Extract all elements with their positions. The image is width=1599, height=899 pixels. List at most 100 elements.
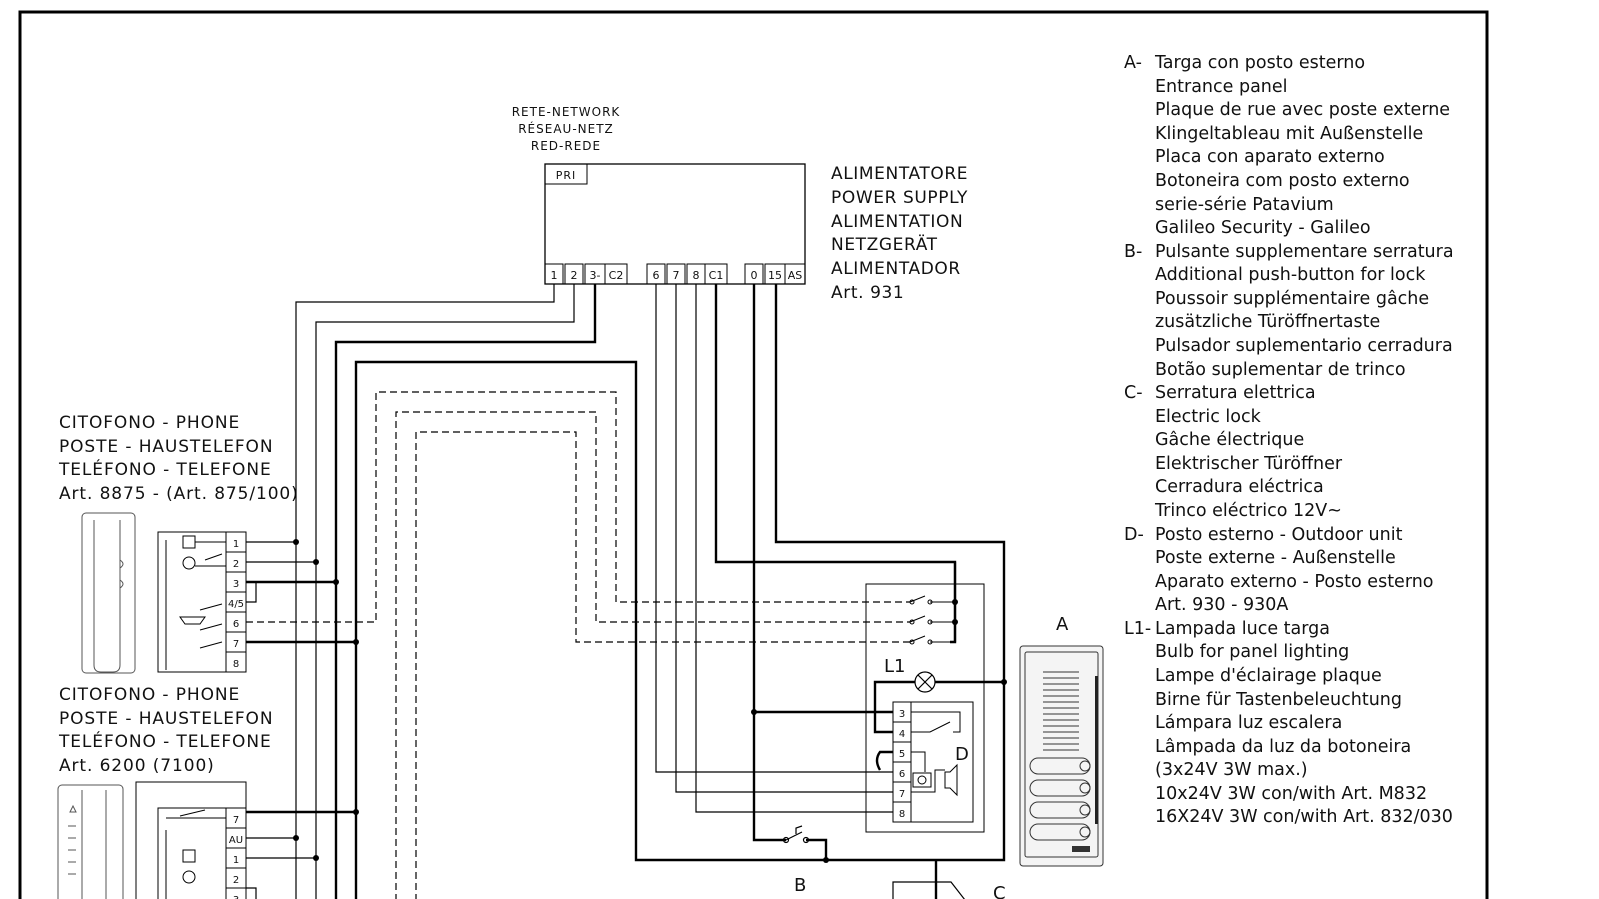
legend-line: zusätzliche Türöffnertaste [1155,312,1380,332]
phone1-terminal-label: 4/5 [228,599,244,610]
network-label-line: RED-REDE [531,139,601,153]
legend-line: Entrance panel [1155,77,1288,97]
legend-line: Birne für Tastenbeleuchtung [1155,690,1402,710]
phone1-terminal-label: 6 [233,619,239,630]
network-label: RETE-NETWORK RÉSEAU-NETZ RED-REDE [512,105,621,153]
wire [655,284,893,773]
phone2-terminal-label: 1 [233,855,239,866]
legend-line: Placa con aparato externo [1155,147,1385,167]
wire [875,750,893,771]
phone1-title-line: CITOFONO - PHONE [59,413,240,433]
legend-line: Bulb for panel lighting [1155,642,1349,662]
legend-line: Additional push-button for lock [1155,265,1426,285]
power-supply-title-line: ALIMENTATORE [831,164,968,184]
phone1-title-line: POSTE - HAUSTELEFON [59,437,273,457]
legend-line: Serratura elettrica [1155,383,1316,403]
outdoor-terminal-label: 4 [899,729,905,740]
wire [295,284,555,899]
terminal-label: 7 [673,269,680,282]
legend-key: C- [1124,383,1143,403]
legend-line: Pulsante supplementare serratura [1155,242,1454,262]
phone2-title: CITOFONO - PHONE POSTE - HAUSTELEFON TEL… [58,685,273,776]
earpiece-icon [179,616,206,625]
power-supply-title-line: POWER SUPPLY [831,188,968,208]
legend-line: Poste externe - Außenstelle [1155,548,1396,568]
terminal-label: AS [788,269,803,282]
legend-line: serie-série Patavium [1155,195,1334,215]
network-label-line: RETE-NETWORK [512,105,621,119]
power-supply-title: ALIMENTATORE POWER SUPPLY ALIMENTATION N… [831,164,968,303]
diagram-frame [18,10,1489,899]
network-label-line: RÉSEAU-NETZ [518,121,614,136]
legend-line: Trinco eléctrico 12V~ [1154,501,1342,521]
lamp-icon [914,671,936,693]
terminal-cell [604,263,628,285]
primary-terminal [544,163,588,185]
legend-line: Lampe d'éclairage plaque [1155,666,1382,686]
phone1-handset-icon [81,512,136,674]
speaker-icon [182,556,196,570]
terminal-label: 1 [551,269,558,282]
phone1-title-line: TELÉFONO - TELEFONE [58,458,272,480]
wire [752,284,786,842]
legend-line: Botão suplementar de trinco [1155,360,1406,380]
phone2-title-line: Art. 6200 (7100) [59,756,215,776]
phone1-title: CITOFONO - PHONE POSTE - HAUSTELEFON TEL… [58,413,298,504]
outdoor-unit-block [892,701,974,823]
phone2-terminal-label: AU [229,835,243,846]
legend-line: 16X24V 3W con/with Art. 832/030 [1155,807,1453,827]
dashed-wire [415,431,910,899]
outdoor-terminal-label: 6 [899,769,905,780]
legend-line: 10x24V 3W con/with Art. M832 [1155,784,1427,804]
thin-wires [246,284,893,899]
mic-icon [912,772,932,788]
legend-line: Electric lock [1155,407,1262,427]
legend-line: Pulsador suplementario cerradura [1155,336,1453,356]
terminal-label: 0 [751,269,758,282]
primary-label: PRI [556,169,577,182]
panel-buttons [865,562,985,833]
wire [873,680,915,734]
legend-line: Targa con posto esterno [1154,53,1365,73]
terminal-cell [784,263,806,285]
outdoor-terminal-label: 8 [899,809,905,820]
phone1-terminal-label: 2 [233,559,239,570]
wire [354,284,1006,899]
dashed-wire [395,411,910,899]
power-supply-title-line: Art. 931 [831,283,904,303]
legend-key: A- [1124,53,1142,73]
phone2-terminal-label: 2 [233,875,239,886]
legend-line: Lâmpada da luz da botoneira [1155,737,1411,757]
outdoor-terminal-label: 5 [899,749,905,760]
terminal-label: 2 [571,269,578,282]
phone2-terminal-label: 3 [233,895,239,899]
legend-line: Gâche électrique [1155,430,1304,450]
terminal-label: 8 [693,269,700,282]
electric-lock-icon [892,881,965,899]
push-button-label: B [794,875,806,896]
legend-line: (3x24V 3W max.) [1155,760,1308,780]
wire [315,284,575,899]
legend-line: Lampada luce targa [1155,619,1330,639]
speaker-icon [182,870,196,884]
phone2-title-line: TELÉFONO - TELEFONE [58,730,272,752]
wire [334,284,597,899]
legend-line: Klingeltableau mit Außenstelle [1155,124,1423,144]
legend-key: B- [1124,242,1142,262]
power-supply-box: PRI 1 2 3- C2 6 7 8 C1 0 15 AS [544,163,806,285]
electric-lock-label: C [993,883,1006,899]
push-button-b [782,825,810,844]
outdoor-unit-label: D [955,744,969,765]
terminal-label: 15 [768,269,782,282]
phone1-terminal-label: 3 [233,579,239,590]
wire [246,887,257,899]
terminal-label: C2 [609,269,624,282]
power-supply-title-line: NETZGERÄT [831,234,938,255]
power-supply-outline [544,163,806,285]
wire [806,838,828,860]
power-supply-title-line: ALIMENTADOR [831,259,961,279]
buzzer-icon [182,849,196,863]
terminal-label: 3- [590,269,601,282]
outdoor-unit-enclosure [865,583,985,833]
